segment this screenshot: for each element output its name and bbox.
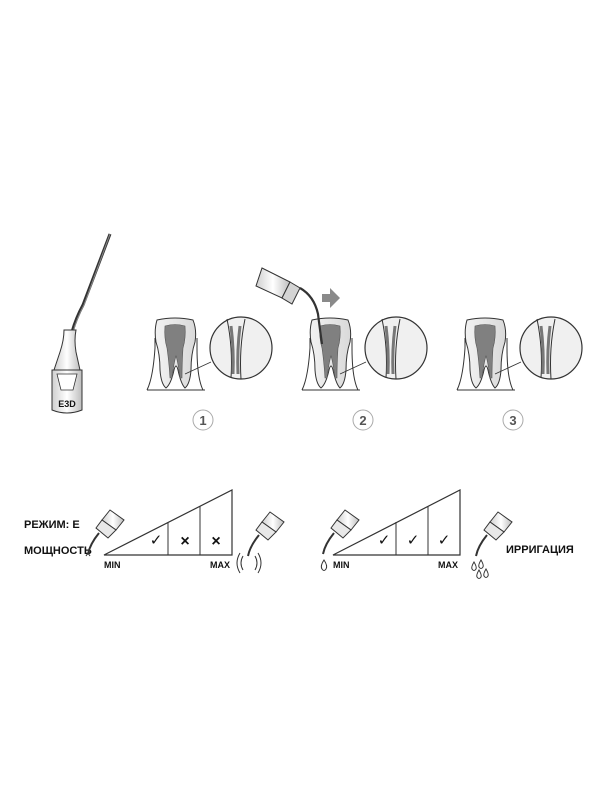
irrigation-level-2-mark: ✓ [407, 532, 420, 549]
irrigation-min-label: MIN [333, 560, 350, 570]
step-number-3: 3 [509, 413, 516, 428]
water-drop-icon [320, 559, 328, 571]
step-1-badge: 1 [192, 409, 214, 431]
step-3-badge: 3 [502, 409, 524, 431]
irrigation-label: ИРРИГАЦИЯ [506, 544, 574, 556]
vibration-icon [236, 552, 262, 574]
water-drops-icon [471, 559, 489, 579]
step-1-illustration [145, 315, 274, 392]
ultrasonic-tip-e3d: E3D [51, 233, 112, 414]
power-mode-label: РЕЖИМ: E [24, 519, 80, 531]
power-level-3-mark: × [211, 533, 220, 550]
irrigation-max-label: MAX [438, 560, 458, 570]
power-max-label: MAX [210, 560, 230, 570]
power-scale: РЕЖИМ: E МОЩНОСТЬ ✓ × × MIN MAX [24, 489, 285, 574]
tip-model-label: E3D [58, 399, 76, 409]
power-handpiece-max-icon [247, 511, 285, 557]
step-2-badge: 2 [352, 409, 374, 431]
power-label: МОЩНОСТЬ [24, 545, 92, 557]
irrigation-scale: ✓ ✓ ✓ MIN MAX ИРРИГАЦИЯ [320, 489, 574, 579]
irrigation-level-3-mark: ✓ [438, 532, 451, 549]
power-min-label: MIN [104, 560, 121, 570]
step-3-illustration [455, 315, 584, 392]
step-number-1: 1 [199, 413, 206, 428]
handpiece [255, 267, 324, 345]
power-level-2-mark: × [180, 533, 189, 550]
push-arrow [322, 288, 340, 308]
irrigation-level-1-mark: ✓ [378, 532, 391, 549]
power-level-1-mark: ✓ [150, 532, 163, 549]
step-number-2: 2 [359, 413, 366, 428]
